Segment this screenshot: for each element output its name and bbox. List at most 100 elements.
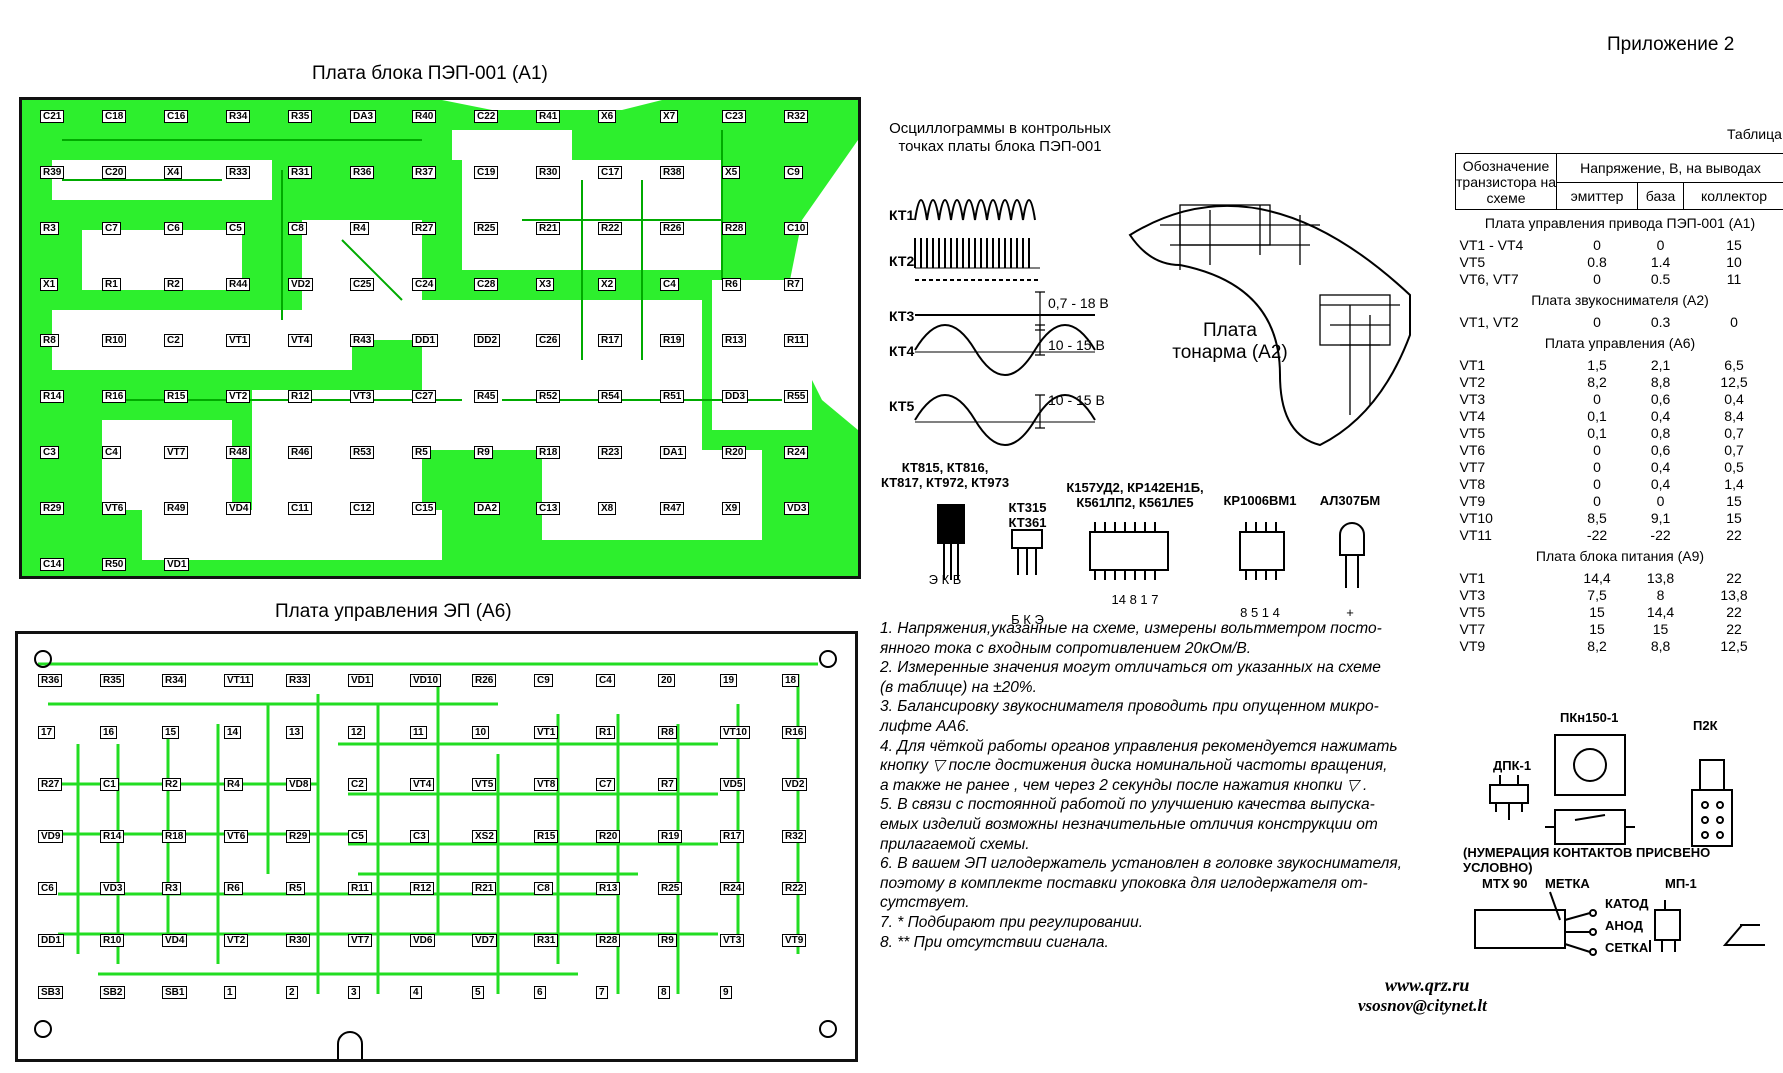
note-line: 4. Для чёткой работы органов управления … <box>880 737 1398 755</box>
note-line: 5. В связи с постоянной работой по улучш… <box>880 796 1375 814</box>
a6-component-label: 5 <box>472 986 484 999</box>
note-line: а также не ранее , чем через 2 секунды п… <box>880 776 1368 794</box>
a1-component-label: VT3 <box>350 390 375 403</box>
table-cell: 10 <box>1726 253 1742 270</box>
note-line: 3. Балансировку звукоснимателя проводить… <box>880 698 1379 716</box>
col-header-transistor: Обозначение транзистора на схеме <box>1455 153 1557 210</box>
a1-component-label: C12 <box>350 502 375 515</box>
a6-component-label: R30 <box>286 934 311 947</box>
a6-component-label: VT10 <box>720 726 750 739</box>
a6-component-label: R19 <box>658 830 683 843</box>
a1-component-label: R7 <box>784 278 803 291</box>
a6-component-label: R16 <box>782 726 807 739</box>
a6-component-label: R22 <box>782 882 807 895</box>
a6-component-label: VT4 <box>410 778 435 791</box>
a6-component-label: R20 <box>596 830 621 843</box>
a1-component-label: R17 <box>598 334 623 347</box>
table-section-title: Плата управления (А6) <box>1544 335 1696 351</box>
switch-label-setka: СЕТКА <box>1605 940 1649 955</box>
a6-component-label: R15 <box>534 830 559 843</box>
table-cell: 0,4 <box>1650 407 1671 424</box>
table-cell: 15 <box>1726 236 1742 253</box>
email-link[interactable]: vsosnov@citynet.lt <box>1358 996 1487 1015</box>
table-cell: 1,4 <box>1724 475 1744 492</box>
a1-component-label: R48 <box>226 446 251 459</box>
a6-component-label: VD9 <box>38 830 64 843</box>
a1-component-label: C8 <box>288 222 307 235</box>
test-point-label: КТ2 <box>889 253 915 269</box>
a6-component-label: 8 <box>658 986 670 999</box>
a6-component-label: VD8 <box>286 778 312 791</box>
table-cell: 22 <box>1726 526 1742 543</box>
a6-component-label: 10 <box>472 726 490 739</box>
col-header: эмиттер <box>1555 182 1639 210</box>
a1-component-label: R2 <box>164 278 183 291</box>
table-cell: 0,1 <box>1587 424 1607 441</box>
table-cell: 0 <box>1656 492 1665 509</box>
note-line: поэтому в комплекте поставки упоковка дл… <box>880 874 1368 892</box>
a6-component-label: VT6 <box>224 830 249 843</box>
table-cell: 8,8 <box>1650 373 1671 390</box>
a1-component-label: R12 <box>288 390 313 403</box>
a1-component-label: X4 <box>164 166 183 179</box>
tonearm-board <box>1128 204 1411 447</box>
table-cell: VT8 <box>1459 475 1486 492</box>
a1-component-label: VT2 <box>226 390 251 403</box>
component-pins: 14 8 1 7 <box>1111 592 1159 607</box>
a1-component-label: C4 <box>102 446 121 459</box>
a6-component-label: VD4 <box>162 934 188 947</box>
table-cell: 0 <box>1730 313 1738 330</box>
table-cell: VT7 <box>1459 458 1486 475</box>
a1-component-label: R54 <box>598 390 623 403</box>
note-line: сутствует. <box>880 894 970 912</box>
a1-component-label: VT1 <box>226 334 251 347</box>
a1-component-label: R14 <box>40 390 65 403</box>
a1-component-label: X3 <box>536 278 555 291</box>
a6-component-label: R31 <box>534 934 559 947</box>
a1-component-label: R19 <box>660 334 685 347</box>
table-cell: 0 <box>1593 236 1601 253</box>
a6-component-label: VD5 <box>720 778 746 791</box>
a1-component-label: R53 <box>350 446 375 459</box>
voltage-range-label: 0,7 - 18 В <box>1048 295 1109 311</box>
table-cell: VT7 <box>1459 620 1486 637</box>
a6-component-label: C4 <box>596 674 615 687</box>
switch-label-mtx: МТХ 90 <box>1482 876 1528 891</box>
table-cell: 8,4 <box>1724 407 1744 424</box>
a1-component-label: R34 <box>226 110 251 123</box>
test-point-label: КТ1 <box>889 207 915 223</box>
a6-component-label: R11 <box>348 882 372 895</box>
table-cell: 0,7 <box>1724 441 1744 458</box>
table-cell: 14,4 <box>1646 603 1675 620</box>
note-line: кнопку ▽ после достижения диска номиналь… <box>880 757 1388 775</box>
a1-component-label: R4 <box>350 222 369 235</box>
a1-component-label: C17 <box>598 166 623 179</box>
table-cell: 0 <box>1656 236 1665 253</box>
table-cell: 0,4 <box>1724 390 1744 407</box>
site-link[interactable]: www.qrz.ru <box>1385 975 1470 995</box>
a6-component-label: 17 <box>38 726 56 739</box>
switch-label-metka: МЕТКА <box>1545 876 1590 891</box>
a1-component-label: C9 <box>784 166 803 179</box>
a6-component-label: R24 <box>720 882 745 895</box>
table-cell: 13,8 <box>1720 586 1748 603</box>
a6-component-label: 11 <box>410 726 427 739</box>
a1-component-label: R20 <box>722 446 747 459</box>
table-cell: VT6 <box>1459 441 1486 458</box>
table-cell: 14,4 <box>1583 569 1611 586</box>
a6-component-label: R9 <box>658 934 677 947</box>
a6-component-label: C8 <box>534 882 553 895</box>
col-header: база <box>1637 182 1685 210</box>
a6-component-label: R14 <box>100 830 125 843</box>
a1-component-label: R26 <box>660 222 685 235</box>
a1-component-label: R51 <box>660 390 685 403</box>
a6-component-label: 20 <box>658 674 676 687</box>
